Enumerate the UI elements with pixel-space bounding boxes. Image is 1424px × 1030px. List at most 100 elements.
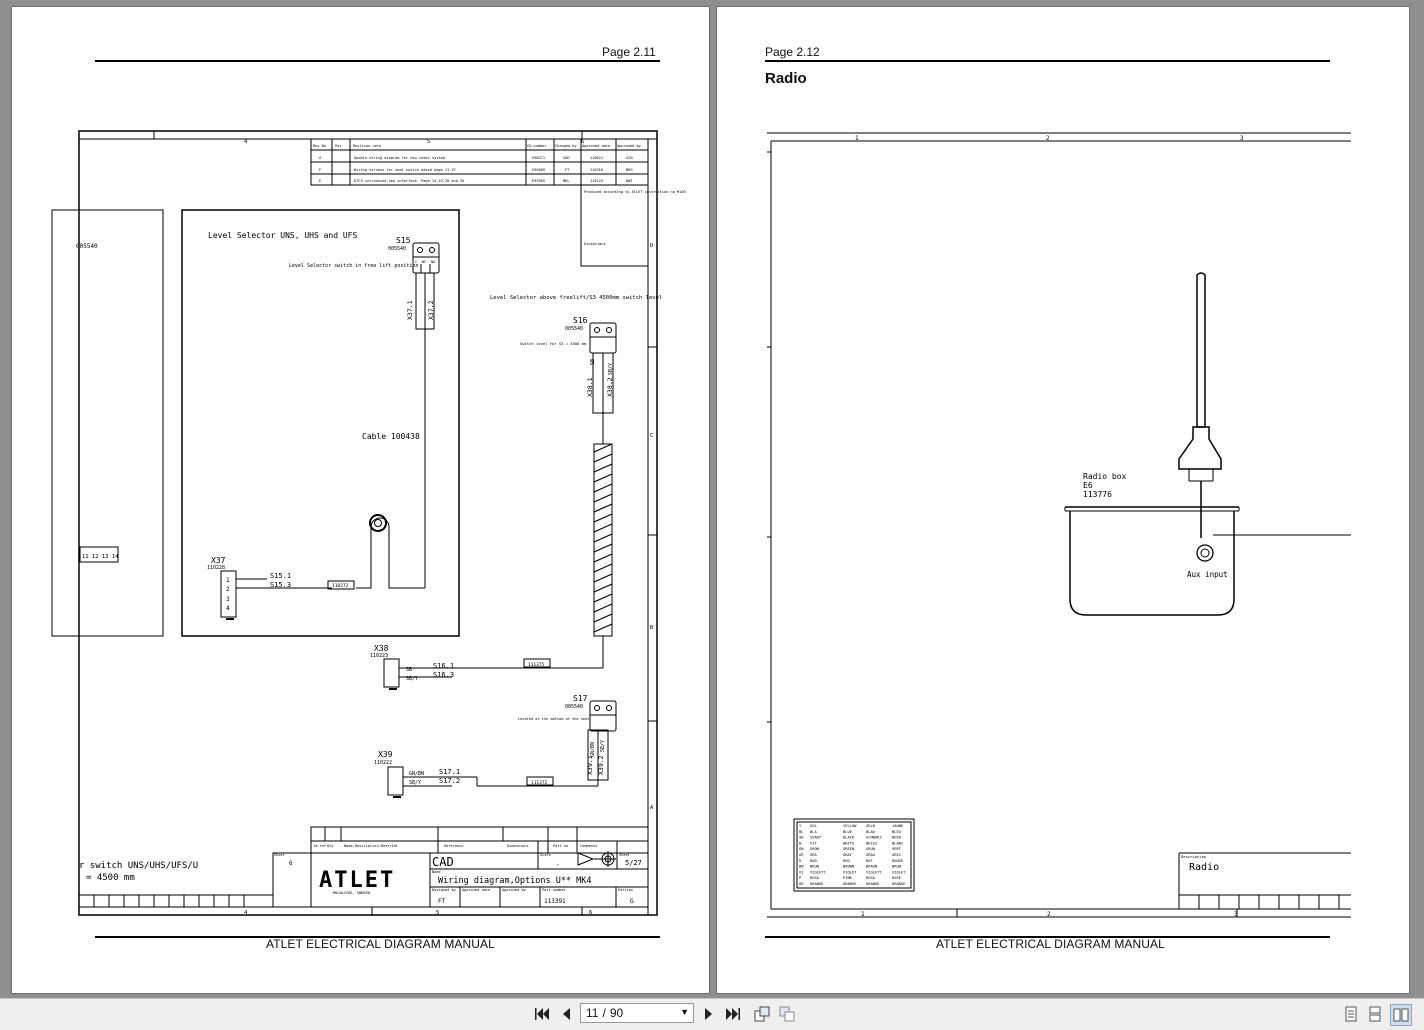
color-code-cell: ORANGE: [892, 882, 905, 886]
total-pages: 90: [609, 1006, 624, 1020]
color-code-cell: VIT: [810, 841, 817, 845]
color-code-cell: P: [799, 876, 802, 880]
header-rule: [95, 60, 660, 62]
color-code-cell: WHITE: [843, 841, 854, 845]
title-header: Id.ref: [313, 844, 326, 848]
company-logo: ATLET: [319, 868, 395, 893]
x37-pin: 4: [226, 605, 230, 612]
x38-code: 110223: [370, 653, 388, 659]
color-code-cell: SVART: [810, 836, 822, 840]
revision-cell: FT: [565, 168, 570, 172]
chevron-down-icon[interactable]: ▼: [680, 1007, 689, 1017]
current-page[interactable]: 11: [586, 1006, 599, 1020]
cable-label: Cable 100438: [362, 432, 420, 441]
revision-cell: DWI: [626, 179, 633, 183]
color-code-cell: BLUE: [843, 830, 852, 834]
s15-code: 005540: [388, 246, 406, 252]
revision-cell: ATC3 introduced,new interface. Page 14,1…: [354, 179, 464, 183]
switch-pin: NO: [431, 260, 435, 264]
continuous-view-icon[interactable]: [1365, 1004, 1385, 1024]
color-code-cell: GUL: [810, 824, 817, 828]
column-label: 3: [1234, 911, 1238, 918]
level-selector-note: Level Selector above freelift/S3 4500mm …: [490, 295, 662, 301]
color-code-cell: GN: [799, 847, 803, 851]
color-code-cell: BN: [799, 865, 803, 869]
color-code-cell: RED: [843, 859, 850, 863]
drawing-title-line: = 4500 mm: [86, 873, 135, 883]
x39-color: GN/BN: [409, 771, 424, 777]
color-code-cell: ROT: [866, 859, 873, 863]
color-code-cell: YELLOW: [843, 824, 857, 828]
page-footer: ATLET ELECTRICAL DIAGRAM MANUAL: [936, 937, 1165, 951]
s17-code: 005540: [565, 704, 583, 710]
sheet-total-label: Sheet: [274, 853, 285, 857]
revision-cell: 110316: [590, 168, 603, 172]
color-code-cell: ROUGE: [892, 859, 903, 863]
x37-wire: S15.1: [270, 572, 291, 580]
color-code-cell: ROSA: [810, 876, 820, 880]
color-code-cell: BLAU: [866, 830, 875, 834]
row-label: C: [650, 433, 653, 439]
rotate-counterclockwise-icon[interactable]: [777, 1004, 797, 1024]
revision-cell: Update wiring diagram for new index syst…: [354, 156, 445, 160]
revision-cell: G: [319, 156, 321, 160]
color-code-cell: BRUN: [892, 865, 901, 869]
previous-page-icon[interactable]: [556, 1004, 576, 1024]
part-number: 113391: [544, 898, 566, 905]
single-page-view-icon[interactable]: [1341, 1004, 1361, 1024]
color-code-cell: ROD: [810, 859, 817, 863]
x39-1-label: X39.1: [586, 755, 594, 775]
x37-label: X37: [211, 556, 226, 565]
revision-cell: SCN: [626, 156, 633, 160]
color-code-cell: VIOLET: [843, 870, 857, 874]
two-page-view-icon[interactable]: [1390, 1004, 1412, 1026]
s16-code: 005540: [565, 326, 583, 332]
s15-note: Level Selector switch in free lift posit…: [289, 263, 418, 269]
revision-cell: 110621: [590, 156, 603, 160]
color-code-cell: R: [799, 859, 802, 863]
level-selector-title: Level Selector UNS, UHS and UFS: [208, 231, 357, 240]
produced-note: Produced according to ATLET instruction …: [584, 190, 686, 194]
revision-cell: 110125: [590, 179, 603, 183]
x39-color: SB/Y: [409, 780, 421, 786]
last-page-icon[interactable]: [723, 1004, 743, 1024]
color-code-cell: ORANGE: [866, 882, 879, 886]
rotate-clockwise-icon[interactable]: [752, 1004, 772, 1024]
page-number-label: Page 2.12: [765, 45, 820, 59]
column-label: 4: [244, 139, 248, 145]
color-code-cell: OR: [799, 882, 804, 886]
page-number-field[interactable]: 11 / 90 ▼: [580, 1003, 694, 1023]
sheet-label: Sheet: [619, 853, 630, 857]
next-page-icon[interactable]: [699, 1004, 719, 1024]
revision-header: Changed by: [555, 144, 577, 148]
switch-pin: C: [415, 260, 417, 264]
scale-label: Scale: [540, 853, 551, 857]
x37-1-label: X37.1: [406, 300, 414, 320]
color-code-cell: VI: [799, 870, 803, 874]
revision-cell: E95965: [532, 179, 545, 183]
title-header: Dimensions: [507, 844, 529, 848]
x39-color-vertical: GN/BN: [590, 742, 596, 757]
approved-date-label: Approved date: [462, 888, 490, 892]
color-code-cell: GREEN: [843, 847, 854, 851]
s16-note: Switch level for S3 = 4500 mm: [520, 341, 587, 346]
s15-label: S15: [396, 236, 411, 245]
x39-harness: 111372: [531, 780, 548, 786]
x38-wire: S16.3: [433, 671, 454, 679]
revision-header: Pos: [335, 144, 342, 148]
x39-code: 110222: [374, 760, 392, 766]
s16-color-vertical: SB: [590, 359, 596, 365]
color-code-cell: GRA: [810, 853, 817, 857]
description-value: Radio: [1189, 862, 1219, 873]
color-code-cell: GRUN: [866, 847, 875, 851]
left-page: Page 2.11: [11, 6, 710, 994]
x38-label: X38: [374, 644, 389, 653]
color-code-cell: BRAUN: [866, 865, 877, 869]
revision-cell: E96G71: [532, 156, 545, 160]
column-label: 2: [1047, 911, 1051, 918]
color-code-cell: BRUN: [810, 865, 819, 869]
column-label: 5: [436, 910, 439, 916]
first-page-icon[interactable]: [532, 1004, 552, 1024]
column-label: 6: [589, 910, 592, 916]
revision-header: Rev No: [313, 144, 326, 148]
